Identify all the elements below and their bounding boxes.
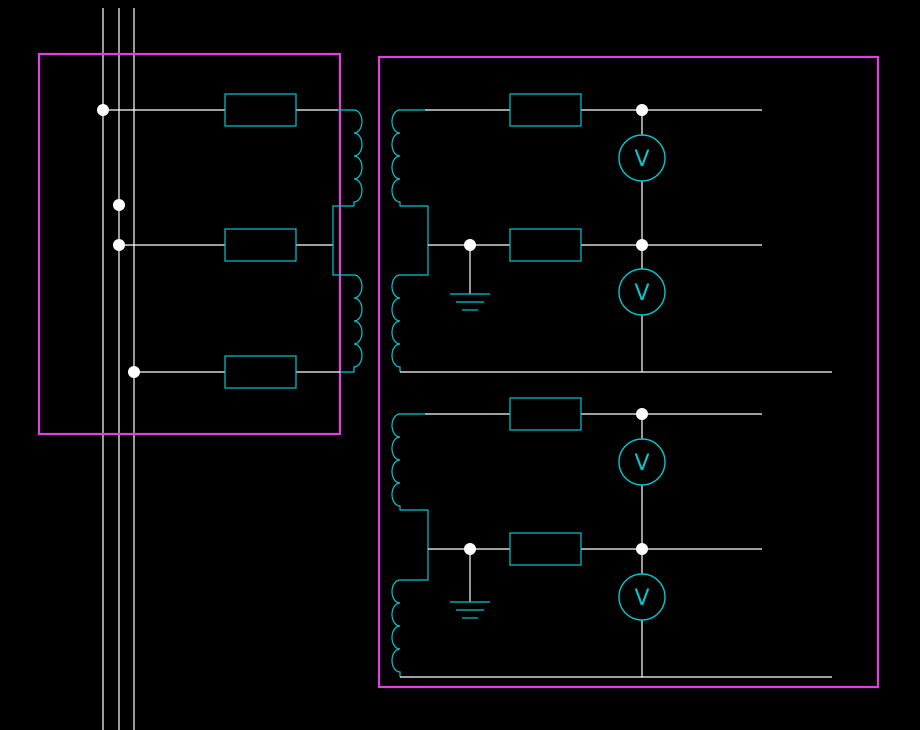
primary-enclosure[interactable]: [37, 52, 342, 436]
junction-dot: [636, 543, 648, 555]
secondary-winding-upper: [391, 109, 429, 372]
fuse-secondary-2[interactable]: [509, 228, 582, 262]
junction-dot: [636, 104, 648, 116]
ground-icon: [450, 601, 490, 619]
fuse-primary-2[interactable]: [224, 228, 297, 262]
junction-dot: [636, 408, 648, 420]
voltmeter-label: V: [634, 451, 649, 476]
junction-dot: [113, 239, 125, 251]
secondary-lower: V V: [391, 397, 832, 678]
junction-dot: [128, 366, 140, 378]
secondary-enclosure[interactable]: [377, 55, 880, 689]
voltmeter-icon[interactable]: V: [618, 268, 666, 316]
voltmeter-icon[interactable]: V: [618, 134, 666, 182]
fuse-secondary-1[interactable]: [509, 93, 582, 127]
junction-dot: [113, 199, 125, 211]
fuse-primary-1[interactable]: [224, 93, 297, 127]
junction-dot: [464, 543, 476, 555]
voltmeter-label: V: [634, 586, 649, 611]
junction-dot: [464, 239, 476, 251]
voltmeter-label: V: [634, 147, 649, 172]
junction-dot: [97, 104, 109, 116]
primary-side: [97, 93, 363, 389]
ground-icon: [450, 293, 490, 311]
primary-winding-top: [332, 109, 363, 373]
junction-dot: [636, 239, 648, 251]
secondary-upper: V V: [391, 93, 832, 373]
fuse-secondary-4[interactable]: [509, 532, 582, 566]
voltmeter-icon[interactable]: V: [618, 573, 666, 621]
voltmeter-label: V: [634, 281, 649, 306]
voltmeter-icon[interactable]: V: [618, 438, 666, 486]
fuse-primary-3[interactable]: [224, 355, 297, 389]
fuse-secondary-3[interactable]: [509, 397, 582, 431]
secondary-winding-lower: [391, 413, 429, 677]
